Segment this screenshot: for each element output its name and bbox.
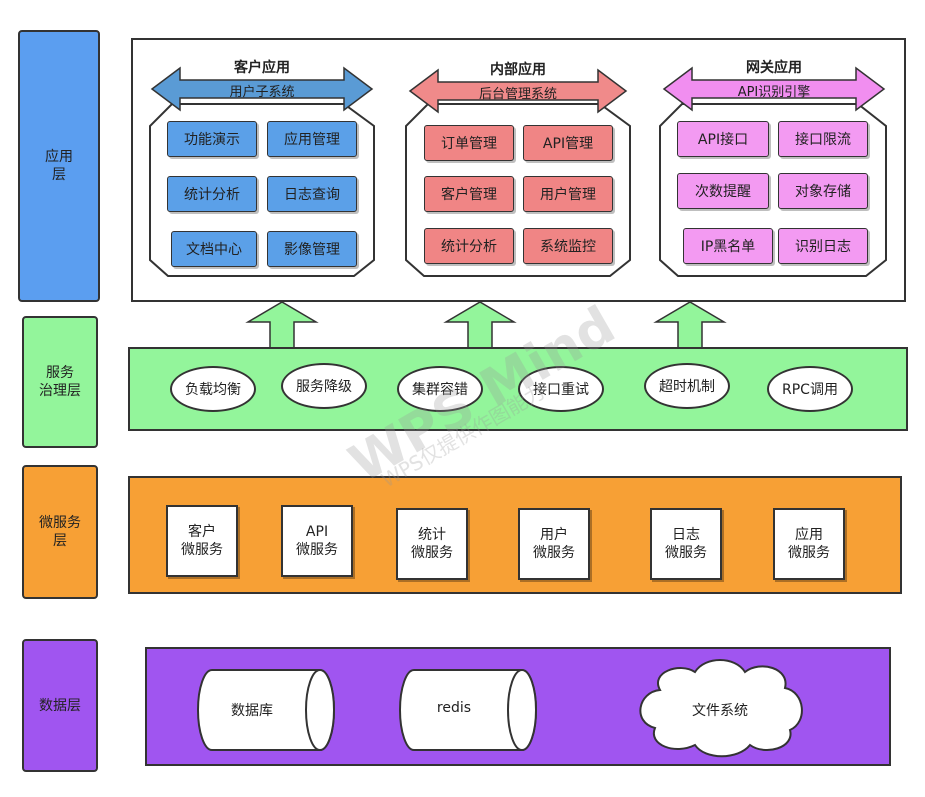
store-redis-label: redis [436, 700, 472, 716]
svc-statistics[interactable]: 统计 微服务 [396, 508, 468, 580]
group-title-internal: 内部应用 [490, 62, 546, 78]
group-subtitle-customer: 用户子系统 [229, 85, 295, 100]
btn-count-reminder[interactable]: 次数提醒 [677, 173, 769, 209]
svc-customer[interactable]: 客户 微服务 [166, 505, 238, 577]
btn-doc-center[interactable]: 文档中心 [171, 231, 257, 267]
group-title-customer: 客户应用 [234, 60, 290, 76]
btn-order-management[interactable]: 订单管理 [424, 125, 514, 161]
data-layer-label: 数据层 [22, 639, 98, 772]
oval-cluster-fault-tolerance[interactable]: 集群容错 [397, 366, 483, 412]
svc-app[interactable]: 应用 微服务 [773, 508, 845, 580]
btn-log-query[interactable]: 日志查询 [267, 176, 357, 212]
group-title-gateway: 网关应用 [746, 60, 802, 76]
oval-load-balancing[interactable]: 负载均衡 [170, 366, 256, 412]
microservice-layer-label: 微服务 层 [22, 465, 98, 599]
btn-statistics-customer[interactable]: 统计分析 [167, 176, 257, 212]
store-file-system-label: 文件系统 [692, 703, 748, 719]
btn-recognition-log[interactable]: 识别日志 [778, 228, 868, 264]
btn-customer-management[interactable]: 客户管理 [424, 176, 514, 212]
oval-rpc-call[interactable]: RPC调用 [767, 366, 853, 412]
svc-log[interactable]: 日志 微服务 [650, 508, 722, 580]
btn-rate-limit[interactable]: 接口限流 [778, 121, 868, 157]
btn-feature-demo[interactable]: 功能演示 [167, 121, 257, 157]
btn-api-management[interactable]: API管理 [523, 125, 613, 161]
btn-statistics-internal[interactable]: 统计分析 [424, 228, 514, 264]
oval-service-degradation[interactable]: 服务降级 [281, 363, 367, 409]
oval-interface-retry[interactable]: 接口重试 [518, 366, 604, 412]
up-arrow-1 [245, 301, 319, 349]
btn-app-management[interactable]: 应用管理 [267, 121, 357, 157]
btn-user-management[interactable]: 用户管理 [523, 176, 613, 212]
group-subtitle-gateway: API识别引擎 [737, 85, 811, 100]
store-database-label: 数据库 [231, 703, 273, 719]
group-subtitle-internal: 后台管理系统 [478, 87, 557, 102]
btn-ip-blacklist[interactable]: IP黑名单 [683, 228, 773, 264]
up-arrow-2 [443, 301, 517, 349]
app-layer-label: 应用 层 [18, 30, 100, 302]
oval-timeout-mechanism[interactable]: 超时机制 [644, 363, 730, 409]
svc-user[interactable]: 用户 微服务 [518, 508, 590, 580]
governance-layer-label: 服务 治理层 [22, 316, 98, 448]
btn-object-storage[interactable]: 对象存储 [778, 173, 868, 209]
btn-image-management[interactable]: 影像管理 [267, 231, 357, 267]
up-arrow-3 [653, 301, 727, 349]
svc-api[interactable]: API 微服务 [281, 505, 353, 577]
btn-api-interface[interactable]: API接口 [677, 121, 769, 157]
btn-system-monitor[interactable]: 系统监控 [523, 228, 613, 264]
